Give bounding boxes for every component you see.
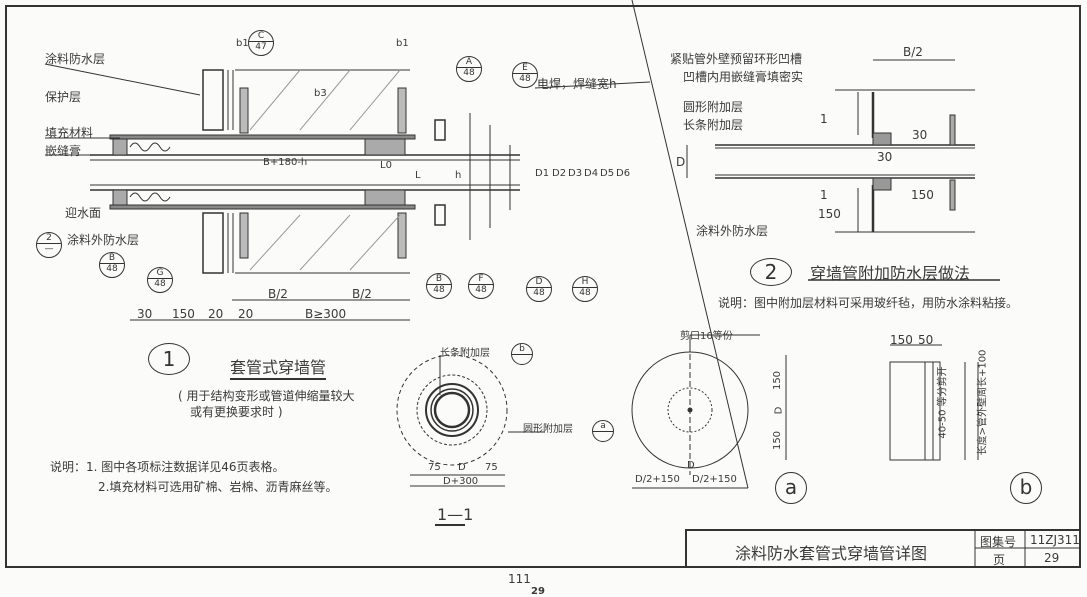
drawing-number: 1: [148, 343, 190, 375]
dim-b1: b1: [236, 38, 249, 49]
label-outer-coating: 涂料外防水层: [67, 233, 140, 247]
drawing-note: 或有更换要求时 ): [190, 405, 283, 419]
dim-30: 30: [137, 307, 153, 321]
dim-30: 30: [912, 128, 928, 142]
dim-b300: B≥300: [305, 307, 347, 321]
dim-total: D+300: [443, 476, 479, 487]
label-length-spec: 长度>管外壁周长+100: [977, 349, 989, 456]
section-mark: 1: [820, 188, 828, 202]
dim-150: 150: [772, 370, 784, 391]
dim-d4: D4: [584, 168, 599, 179]
dim-20: 20: [208, 307, 224, 321]
ref-callout: b: [511, 343, 533, 365]
detail-tag: a: [775, 472, 807, 504]
dim-75: 75: [428, 462, 441, 473]
label-coating-layer: 涂料防水层: [45, 52, 106, 66]
ref-callout: 2—: [36, 232, 62, 258]
dim-150: 150: [890, 333, 913, 347]
dim-d3: D3: [568, 168, 583, 179]
dim-150: 150: [772, 430, 784, 451]
dim-d: D: [458, 462, 466, 473]
label-water-face: 迎水面: [65, 206, 102, 220]
drawing-note: ( 用于结构变形或管道伸缩量较大: [178, 389, 355, 403]
dim-d: D: [773, 406, 785, 415]
dim-half-a: D/2+150: [635, 474, 680, 485]
label-protect-layer: 保护层: [45, 90, 82, 104]
detail-tag: b: [1010, 472, 1042, 504]
label-outer-coating: 涂料外防水层: [696, 224, 769, 238]
dim-half-right: B/2: [352, 287, 372, 301]
label-cut-spec: 40-50 等分剪开: [937, 366, 949, 439]
dim-d1: D1: [535, 168, 550, 179]
drawing-title: 套管式穿墙管: [230, 354, 327, 380]
dim-b3: b3: [314, 88, 327, 99]
label-strip-layer: 长条附加层: [440, 348, 490, 359]
dim-50: 50: [918, 333, 934, 347]
dim-b1: b1: [396, 38, 409, 49]
section-mark: 1: [820, 112, 828, 126]
dim-150: 150: [911, 188, 934, 202]
page-footer: 29: [531, 586, 545, 597]
sheet-title: 涂料防水套管式穿墙管详图: [735, 544, 928, 563]
note-line: 说明：1. 图中各项标注数据详见46页表格。: [50, 460, 285, 474]
label-round-layer: 圆形附加层: [523, 424, 573, 435]
dim-b180: B+180-h: [263, 157, 308, 168]
label-groove: 紧贴管外壁预留环形凹槽: [670, 52, 803, 66]
label-strip-layer: 长条附加层: [683, 118, 744, 132]
dim-d2: D2: [552, 168, 567, 179]
label-round-layer: 圆形附加层: [683, 100, 744, 114]
label-fill-material: 填充材料: [45, 126, 94, 140]
dim-150: 150: [172, 307, 195, 321]
dim-l0: L0: [380, 160, 392, 171]
label-weld: 电焊，焊缝宽h: [537, 77, 617, 91]
drawing-note: 说明：图中附加层材料可采用玻纤毡，用防水涂料粘接。: [718, 296, 1019, 310]
section-title: 1—1: [437, 505, 474, 524]
dim-d: D: [676, 155, 686, 169]
dim-d6: D6: [616, 168, 631, 179]
page-number: 29: [1044, 551, 1060, 565]
dim-150: 150: [818, 207, 841, 221]
dim-30: 30: [877, 150, 893, 164]
atlas-label: 图集号: [980, 535, 1017, 549]
dim-h: h: [455, 170, 462, 181]
dim-75: 75: [485, 462, 498, 473]
ref-callout: a: [592, 420, 614, 442]
dim-d5: D5: [600, 168, 615, 179]
note-line: 2.填充材料可选用矿棉、岩棉、沥青麻丝等。: [98, 480, 338, 494]
page-label: 页: [993, 553, 1006, 567]
dim-l: L: [415, 170, 421, 181]
drawing-title: 穿墙管附加防水层做法: [810, 264, 971, 283]
dim-20: 20: [238, 307, 254, 321]
book-page: 111: [508, 572, 531, 586]
dim-half-left: B/2: [268, 287, 288, 301]
atlas-number: 11ZJ311: [1030, 533, 1080, 547]
dim-d: D: [687, 460, 695, 471]
label-groove-fill: 凹槽内用嵌缝膏填密实: [683, 70, 804, 84]
drawing-number: 2: [750, 258, 792, 286]
dim-half: B/2: [903, 45, 923, 59]
label-cut: 剪口16等份: [680, 331, 733, 342]
label-sealant: 嵌缝膏: [45, 144, 82, 158]
dim-half-b: D/2+150: [692, 474, 737, 485]
